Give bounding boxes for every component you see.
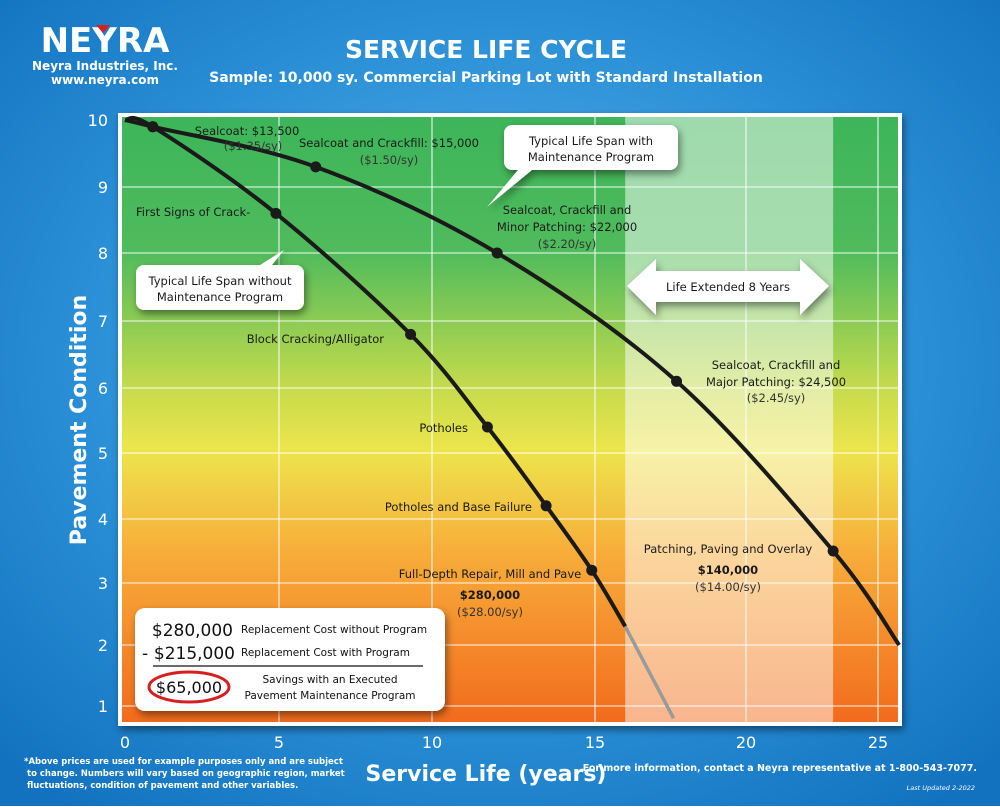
series-without-program xyxy=(124,115,676,720)
life-extended-band xyxy=(625,117,834,722)
data-point xyxy=(147,121,159,133)
savings-label-1: Savings with an Executed xyxy=(262,674,397,686)
x-tick-label: 15 xyxy=(585,733,605,752)
company-website: www.neyra.com xyxy=(51,73,159,87)
annotation-overlay-unit-price: ($14.00/sy) xyxy=(695,580,761,594)
data-point xyxy=(827,545,839,557)
annotation-minor-patching-2: Minor Patching: $22,000 xyxy=(497,220,637,234)
annotation-potholes: Potholes xyxy=(419,421,468,435)
cost-without-program: $280,000 xyxy=(152,621,233,641)
annotation-full-depth-unit-price: ($28.00/sy) xyxy=(457,605,523,619)
data-point xyxy=(540,500,552,512)
callout-without-program xyxy=(136,250,304,310)
y-tick-label: 10 xyxy=(88,111,108,130)
data-point xyxy=(586,564,598,576)
y-tick-label: 9 xyxy=(98,178,108,197)
minus-sign: - xyxy=(142,644,148,664)
life-extended-label: Life Extended 8 Years xyxy=(666,280,790,294)
y-axis-label: Pavement Condition xyxy=(67,295,92,545)
x-tick-label: 10 xyxy=(422,733,442,752)
annotation-major-patching-price: ($2.45/sy) xyxy=(747,391,806,405)
projection-line xyxy=(623,625,676,720)
y-tick-label: 8 xyxy=(98,244,108,263)
contact-info: For more information, contact a Neyra re… xyxy=(583,763,977,774)
disclaimer: *Above prices are used for example purpo… xyxy=(24,757,345,791)
x-ticks: 0 5 10 15 20 25 xyxy=(120,733,888,752)
data-point xyxy=(491,247,503,259)
x-tick-label: 25 xyxy=(868,733,888,752)
annotation-potholes-base: Potholes and Base Failure xyxy=(385,500,532,514)
y-tick-label: 4 xyxy=(98,510,108,529)
annotation-sealcoat-crackfill: Sealcoat and Crackfill: $15,000 xyxy=(299,136,479,150)
logo-triangle-icon xyxy=(96,25,110,33)
logo: NEYRA Neyra Industries, Inc. www.neyra.c… xyxy=(32,21,178,87)
annotation-full-depth-price: $280,000 xyxy=(460,588,520,602)
annotation-overlay-price: $140,000 xyxy=(698,563,758,577)
series xyxy=(124,115,901,720)
x-tick-label: 0 xyxy=(120,733,130,752)
chart-subtitle: Sample: 10,000 sy. Commercial Parking Lo… xyxy=(209,70,763,86)
data-point xyxy=(310,161,322,173)
disclaimer-line: to change. Numbers will vary based on ge… xyxy=(27,769,345,779)
life-extended-arrow xyxy=(627,259,829,315)
annotations: Sealcoat: $13,500 ($1.35/sy) Sealcoat an… xyxy=(136,124,846,619)
callout-without-line1: Typical Life Span without xyxy=(148,274,292,288)
annotation-block-cracking: Block Cracking/Alligator xyxy=(247,332,385,346)
cost-without-program-label: Replacement Cost without Program xyxy=(241,624,427,636)
x-tick-label: 5 xyxy=(274,733,284,752)
annotation-minor-patching: Sealcoat, Crackfill and xyxy=(503,203,632,217)
y-tick-label: 1 xyxy=(98,697,108,716)
y-tick-label: 2 xyxy=(98,636,108,655)
y-tick-label: 6 xyxy=(98,379,108,398)
disclaimer-line: *Above prices are used for example purpo… xyxy=(24,757,343,767)
y-tick-label: 5 xyxy=(98,444,108,463)
savings-box: $280,000 Replacement Cost without Progra… xyxy=(135,608,445,711)
savings-circle xyxy=(147,670,231,704)
series-line xyxy=(124,118,901,647)
annotation-minor-patching-price: ($2.20/sy) xyxy=(538,237,597,251)
x-axis-label: Service Life (years) xyxy=(366,762,607,787)
x-tick-label: 20 xyxy=(736,733,756,752)
annotation-sealcoat: Sealcoat: $13,500 xyxy=(195,124,300,138)
data-point xyxy=(270,207,282,219)
data-point xyxy=(671,375,683,387)
annotation-major-patching: Sealcoat, Crackfill and xyxy=(712,358,841,372)
y-ticks: 10 9 8 7 6 5 4 3 2 1 xyxy=(88,111,108,716)
company-name: Neyra Industries, Inc. xyxy=(32,59,178,73)
savings-amount: $65,000 xyxy=(156,678,222,697)
y-tick-label: 3 xyxy=(98,574,108,593)
disclaimer-line: fluctuations, condition of pavement and … xyxy=(27,781,298,791)
callout-with-line2: Maintenance Program xyxy=(528,150,654,164)
annotation-first-signs: First Signs of Crack- xyxy=(136,205,250,219)
savings-label-2: Pavement Maintenance Program xyxy=(244,690,415,702)
cost-with-program-label: Replacement Cost with Program xyxy=(241,647,410,659)
data-point xyxy=(481,421,493,433)
series-line xyxy=(124,115,627,628)
annotation-major-patching-2: Major Patching: $24,500 xyxy=(706,375,846,389)
callout-without-line2: Maintenance Program xyxy=(157,290,283,304)
data-point xyxy=(405,328,417,340)
callout-with-line1: Typical Life Span with xyxy=(528,134,653,148)
chart-title: SERVICE LIFE CYCLE xyxy=(345,35,627,64)
annotation-full-depth: Full-Depth Repair, Mill and Pave xyxy=(399,567,581,581)
y-tick-label: 7 xyxy=(98,312,108,331)
callout-with-program xyxy=(487,125,678,207)
last-updated: Last Updated 2-2022 xyxy=(907,784,975,792)
annotation-sealcoat-crackfill-price: ($1.50/sy) xyxy=(360,153,419,167)
annotation-overlay: Patching, Paving and Overlay xyxy=(644,542,813,556)
cost-with-program: $215,000 xyxy=(154,644,235,664)
annotation-sealcoat-price: ($1.35/sy) xyxy=(224,139,283,153)
